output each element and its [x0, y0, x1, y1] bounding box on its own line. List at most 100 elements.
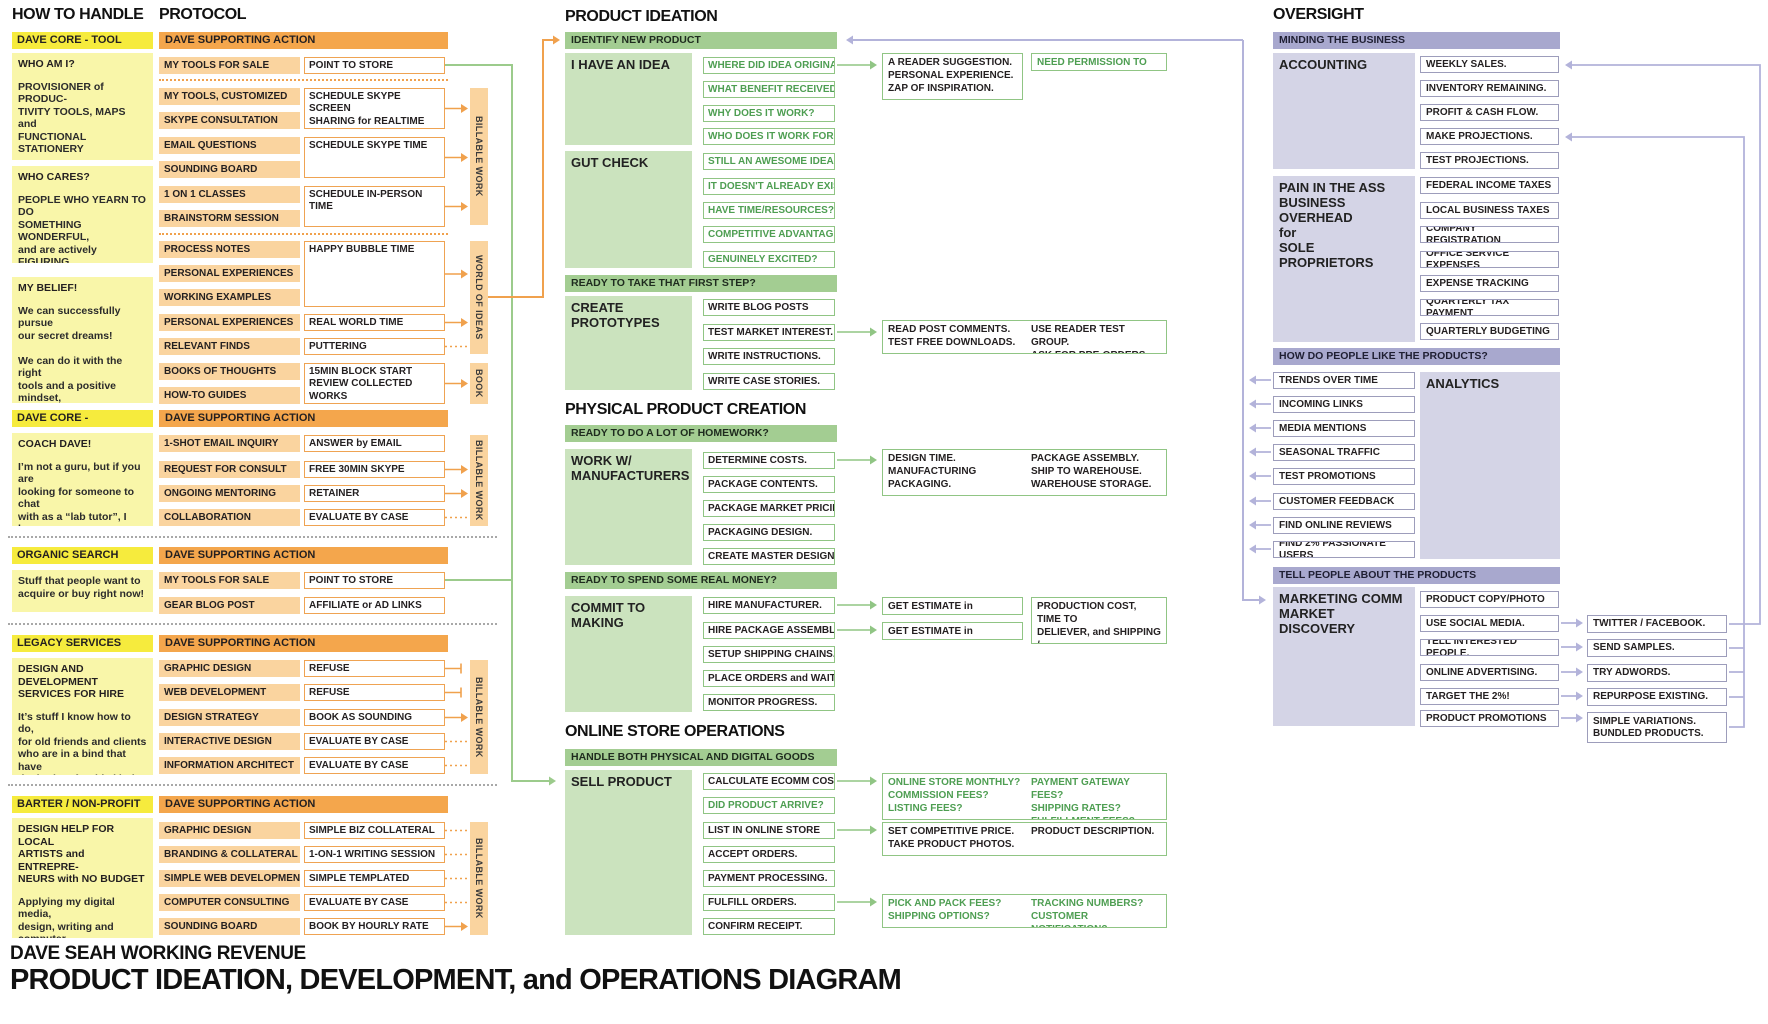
audience-section-header: LEGACY SERVICES — [12, 635, 153, 652]
detail-note: GET ESTIMATE in WRITING. — [882, 597, 1023, 615]
protocol-action: SCHEDULE SKYPE TIME — [304, 137, 445, 178]
protocol-separator — [159, 79, 448, 81]
section-separator — [8, 784, 497, 786]
connector-line — [445, 687, 462, 698]
protocol-item: DESIGN STRATEGY — [159, 709, 300, 726]
audience-note: WHO CARES?PEOPLE WHO YEARN TO DO SOMETHI… — [12, 166, 153, 263]
arrowhead-icon — [1259, 595, 1266, 605]
note-body: Applying my digital media, design, writi… — [18, 895, 115, 939]
detail-note-columns: DESIGN TIME. MANUFACTURING PACKAGING.PAC… — [888, 452, 1161, 491]
oversight-item: PRODUCT COPY/PHOTO — [1420, 591, 1559, 608]
oversight-item: INCOMING LINKS — [1273, 396, 1415, 413]
arrowhead-icon — [846, 35, 853, 45]
detail-note-columns: READ POST COMMENTS. TEST FREE DOWNLOADS.… — [888, 323, 1161, 353]
oversight-item: COMPANY REGISTRATION — [1420, 226, 1559, 243]
detail-note-text: ONLINE STORE MONTHLY? COMMISSION FEES? L… — [888, 777, 1021, 814]
connector-line — [1729, 647, 1744, 698]
diagram-title: PRODUCT IDEATION, DEVELOPMENT, and OPERA… — [10, 964, 902, 996]
marketing-tactic: SIMPLE VARIATIONS. BUNDLED PRODUCTS. — [1587, 712, 1727, 743]
arrowhead-icon — [1249, 520, 1256, 530]
protocol-item: INFORMATION ARCHITECT — [159, 757, 300, 774]
checklist-item: GENUINELY EXCITED? — [703, 251, 835, 268]
checklist-item: WHAT BENEFIT RECEIVED? — [703, 81, 835, 98]
section-separator — [8, 536, 497, 538]
oversight-item: LOCAL BUSINESS TAXES — [1420, 202, 1559, 219]
checklist-item: ACCEPT ORDERS. — [703, 846, 835, 863]
arrowhead-icon — [461, 269, 468, 279]
protocol-item: WORKING EXAMPLES — [159, 289, 300, 306]
oversight-item: QUARTERLY BUDGETING — [1420, 323, 1559, 340]
protocol-action: FREE 30MIN SKYPE — [304, 461, 445, 478]
protocol-action: 15MIN BLOCK START REVIEW COLLECTED WORKS — [304, 363, 445, 404]
arrowhead-icon — [1249, 544, 1256, 554]
detail-note-text: USE READER TEST GROUP. ASK FOR PRE-ORDER… — [1031, 324, 1148, 353]
arrowhead-icon — [461, 202, 468, 211]
protocol-action: POINT TO STORE — [304, 572, 445, 589]
oversight-item: TELL INTERESTED PEOPLE. — [1420, 639, 1559, 656]
oversight-item: SEASONAL TRAFFIC — [1273, 444, 1415, 461]
arrowhead-icon — [1249, 399, 1256, 409]
stage-box: CREATE PROTOTYPES — [565, 296, 692, 390]
checklist-item: PACKAGE CONTENTS. — [703, 476, 835, 493]
protocol-item: ONGOING MENTORING — [159, 485, 300, 502]
checklist-item: SETUP SHIPPING CHAINS. — [703, 646, 835, 663]
protocol-item: GEAR BLOG POST — [159, 597, 300, 614]
protocol-item: RELEVANT FINDS — [159, 338, 300, 355]
checklist-item: WRITE CASE STORIES. — [703, 373, 835, 390]
oversight-item: FIND 2% PASSIONATE USERS — [1273, 541, 1415, 558]
marketing-tactic: TWITTER / FACEBOOK. — [1587, 615, 1727, 633]
detail-note-text: DESIGN TIME. MANUFACTURING PACKAGING. — [888, 453, 977, 490]
oversight-item: TRENDS OVER TIME — [1273, 372, 1415, 389]
arrowhead-icon — [1565, 132, 1572, 142]
arrowhead-icon — [870, 825, 877, 835]
oversight-item: ONLINE ADVERTISING. — [1420, 664, 1559, 681]
arrowhead-icon — [870, 625, 877, 635]
checklist-item: HAVE TIME/RESOURCES? — [703, 202, 835, 219]
protocol-action: EVALUATE BY CASE — [304, 894, 445, 911]
protocol-item: SKYPE CONSULTATION — [159, 112, 300, 129]
note-body: We can successfully pursue our secret dr… — [18, 304, 123, 404]
connector-line — [1569, 64, 1761, 625]
checklist-item: WRITE INSTRUCTIONS. — [703, 348, 835, 365]
audience-note: COACH DAVE!I’m not a guru, but if you ar… — [12, 433, 153, 526]
arrowhead-icon — [1249, 423, 1256, 433]
marketing-tactic: TRY ADWORDS. — [1587, 664, 1727, 682]
protocol-group-header: DAVE SUPPORTING ACTION — [159, 32, 448, 49]
checklist-item: WHO DOES IT WORK FOR? — [703, 128, 835, 145]
protocol-item: PROCESS NOTES — [159, 241, 300, 258]
marketing-tactic: REPURPOSE EXISTING. — [1587, 688, 1727, 706]
note-body: Stuff that people want to acquire or buy… — [18, 575, 145, 600]
protocol-item: MY TOOLS, CUSTOMIZED — [159, 88, 300, 105]
arrowhead-icon — [870, 600, 877, 610]
detail-note: NEED PERMISSION TO USE? — [1031, 53, 1167, 71]
checklist-item: LIST IN ONLINE STORE — [703, 822, 835, 839]
arrowhead-icon — [1576, 691, 1583, 701]
oversight-item: USE SOCIAL MEDIA. — [1420, 615, 1559, 632]
checklist-item: WHY DOES IT WORK? — [703, 105, 835, 122]
oversight-band: TELL PEOPLE ABOUT THE PRODUCTS — [1273, 567, 1560, 584]
protocol-action: REFUSE — [304, 660, 445, 677]
oversight-item: INVENTORY REMAINING. — [1420, 80, 1559, 97]
arrowhead-icon — [870, 455, 877, 465]
note-body: PROVISIONER of PRODUC- TIVITY TOOLS, MAP… — [18, 80, 126, 156]
note-title: WHO CARES? — [18, 171, 90, 183]
checklist-item: PACKAGE MARKET PRICING. — [703, 500, 835, 517]
protocol-item: 1 ON 1 CLASSES — [159, 186, 300, 203]
protocol-action: SIMPLE BIZ COLLATERAL — [304, 822, 445, 839]
protocol-item: SIMPLE WEB DEVELOPMENT — [159, 870, 300, 887]
detail-note-text: TRACKING NUMBERS? CUSTOMER NOTIFICATION? — [1031, 898, 1144, 927]
marketing-tactic: SEND SAMPLES. — [1587, 639, 1727, 657]
arrowhead-icon — [1576, 642, 1583, 652]
oversight-item: MAKE PROJECTIONS. — [1420, 128, 1559, 145]
checklist-item: IT DOESN'T ALREADY EXIST? — [703, 178, 835, 195]
connector-line — [488, 39, 555, 298]
oversight-item: FEDERAL INCOME TAXES — [1420, 177, 1559, 194]
diagram-subtitle: DAVE SEAH WORKING REVENUE — [10, 943, 306, 964]
oversight-item: CUSTOMER FEEDBACK — [1273, 493, 1415, 510]
detail-note: A READER SUGGESTION. PERSONAL EXPERIENCE… — [882, 53, 1023, 100]
detail-note-text: READ POST COMMENTS. TEST FREE DOWNLOADS. — [888, 324, 1016, 348]
question-band: READY TO SPEND SOME REAL MONEY? — [565, 572, 837, 589]
protocol-group-header: DAVE SUPPORTING ACTION — [159, 547, 448, 564]
billable-category-bar: BILLABLE WORK — [470, 435, 488, 526]
